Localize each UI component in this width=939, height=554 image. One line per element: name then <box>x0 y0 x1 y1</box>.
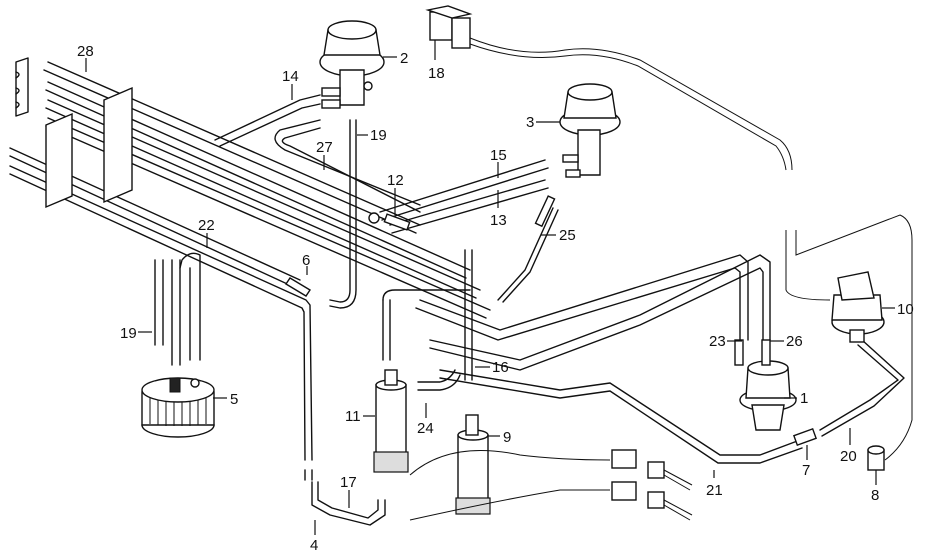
hose-25 <box>534 195 556 228</box>
cap-8 <box>867 445 885 471</box>
electrical-connectors <box>409 449 693 521</box>
callout-11: 11 <box>345 408 361 425</box>
callout-labels: 1 2 3 4 5 6 7 8 9 10 11 12 13 14 15 16 1… <box>77 43 914 554</box>
leaders <box>85 40 895 535</box>
callout-8: 8 <box>871 487 879 504</box>
callout-3: 3 <box>526 114 534 131</box>
solenoid-9 <box>455 414 491 515</box>
solenoid-11 <box>373 369 409 473</box>
callout-15: 15 <box>490 147 507 164</box>
callout-24: 24 <box>417 420 434 437</box>
actuator-2 <box>319 20 385 109</box>
callout-18: 18 <box>428 65 445 82</box>
check-valve-6 <box>285 277 311 297</box>
callout-14: 14 <box>282 68 299 85</box>
callout-25: 25 <box>559 227 576 244</box>
callout-13: 13 <box>490 212 507 229</box>
callout-27: 27 <box>316 139 333 156</box>
clip-icon <box>15 57 29 117</box>
callout-28: 28 <box>77 43 94 60</box>
callout-12: 12 <box>387 172 404 189</box>
callout-5: 5 <box>230 391 238 408</box>
actuator-3 <box>559 83 621 178</box>
callout-26: 26 <box>786 333 803 350</box>
callout-19-lower: 19 <box>120 325 137 342</box>
valve-1 <box>739 360 797 431</box>
connector-18 <box>425 5 473 49</box>
callout-2: 2 <box>400 50 408 67</box>
callout-7: 7 <box>802 462 810 479</box>
callout-21: 21 <box>706 482 723 499</box>
callout-20: 20 <box>840 448 857 465</box>
callout-10: 10 <box>897 301 914 318</box>
hose-4 <box>304 469 313 481</box>
callout-17: 17 <box>340 474 357 491</box>
fitting-7 <box>792 427 818 447</box>
callout-19-upper: 19 <box>370 127 387 144</box>
callout-1: 1 <box>800 390 808 407</box>
bracket-28 <box>45 86 133 209</box>
callout-9: 9 <box>503 429 511 446</box>
callout-6: 6 <box>302 252 310 269</box>
filter-5 <box>141 377 215 438</box>
callout-22: 22 <box>198 217 215 234</box>
hoses-23-26 <box>734 339 771 366</box>
callout-16: 16 <box>492 359 509 376</box>
callout-4: 4 <box>310 537 318 554</box>
fitting-12 <box>368 212 411 231</box>
switch-10 <box>831 271 885 343</box>
callout-23: 23 <box>709 333 726 350</box>
vertical-hoses <box>154 37 913 526</box>
